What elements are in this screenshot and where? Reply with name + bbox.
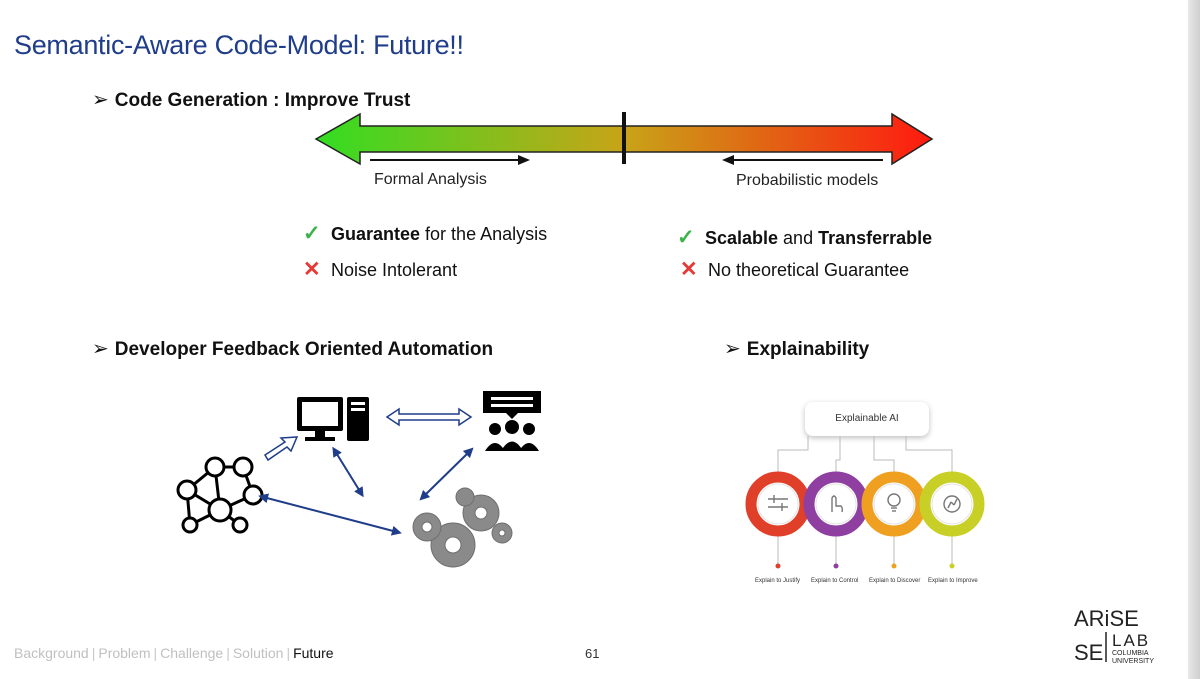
bullet-code-generation: ➢Code Generation : Improve Trust: [92, 87, 410, 112]
probabilistic-direction-arrow: [722, 155, 883, 165]
slide-title: Semantic-Aware Code-Model: Future!!: [14, 30, 464, 60]
svg-text:SE: SE: [1074, 640, 1103, 665]
formal-pro-item: ✓ Guarantee for the Analysis: [303, 221, 547, 246]
bullet-explainability-text: Explainability: [746, 339, 870, 360]
check-icon: ✓: [303, 222, 321, 245]
prob-con-item: ✕ No theoretical Guarantee: [680, 257, 909, 282]
xai-caption-justify: Explain to Justify: [755, 578, 801, 584]
arrow-computer-gears: [332, 446, 364, 498]
explainable-ai-graphic: [745, 436, 985, 569]
formal-pro-rest: for the Analysis: [420, 224, 548, 244]
cross-icon: ✕: [680, 258, 698, 281]
refresh-chart-icon: [943, 495, 961, 513]
people-network-icon: [176, 456, 264, 534]
hand-touch-icon: [831, 495, 844, 513]
xai-caption-discover: Explain to Discover: [869, 578, 921, 584]
hollow-double-arrow-computer-team: [385, 407, 473, 427]
trust-spectrum-arrow: [314, 112, 934, 166]
check-icon: ✓: [677, 226, 695, 249]
logo-org-university: UNIVERSITY: [1112, 658, 1154, 665]
footer-nav-background: Background: [14, 645, 89, 661]
arrow-team-gears: [419, 447, 474, 501]
bullet-explainability: ➢Explainability: [724, 336, 869, 361]
formal-analysis-label: Formal Analysis: [374, 171, 487, 188]
xai-caption-control: Explain to Control: [811, 578, 859, 584]
xai-caption-dot-1: [775, 563, 781, 569]
prob-pro-strong-2: Transferrable: [818, 228, 933, 248]
explainable-ai-card: Explainable AI: [805, 402, 929, 436]
sliders-icon: [768, 495, 788, 511]
xai-caption-dot-4: [949, 563, 955, 569]
formal-con-item: ✕ Noise Intolerant: [303, 257, 457, 282]
lightbulb-icon: [887, 493, 901, 512]
page-number: 61: [585, 646, 600, 661]
bullet-code-generation-text: Code Generation : Improve Trust: [114, 90, 411, 111]
xai-ring-center-3: [873, 483, 915, 525]
xai-ring-center-4: [931, 483, 973, 525]
logo-word-arise: ARiSE: [1074, 606, 1139, 631]
window-edge: [1188, 0, 1200, 679]
hollow-arrow-network-to-computer: [263, 436, 299, 462]
footer-nav-problem: Problem: [98, 645, 151, 661]
arise-lab-logo: ARiSE LAB COLUMBIA UNIVERSITY SE: [1074, 606, 1154, 665]
footer-section-nav: Background|Problem|Challenge|Solution|Fu…: [14, 645, 334, 661]
xai-ring-center-1: [757, 483, 799, 525]
xai-caption-dot-3: [891, 563, 897, 569]
computer-icon: [297, 397, 369, 441]
footer-nav-challenge: Challenge: [160, 645, 224, 661]
xai-rings: [745, 471, 985, 537]
xai-caption-improve: Explain to Improve: [928, 578, 978, 584]
prob-pro-mid: and: [778, 228, 819, 248]
prob-pro-strong-1: Scalable: [705, 228, 779, 248]
xai-caption-dot-2: [833, 563, 839, 569]
formal-pro-strong: Guarantee: [331, 224, 421, 244]
cross-icon: ✕: [303, 258, 321, 281]
xai-caption-dots: [775, 563, 955, 569]
bullet-developer-feedback-text: Developer Feedback Oriented Automation: [114, 339, 494, 360]
prob-con-text: No theoretical Guarantee: [708, 260, 910, 280]
arrowhead-bullet-icon: ➢: [92, 338, 109, 360]
logo-org-columbia: COLUMBIA: [1112, 650, 1149, 657]
arrowhead-bullet-icon: ➢: [724, 338, 741, 360]
xai-ring-4: [919, 471, 985, 537]
arrowhead-bullet-icon: ➢: [92, 89, 109, 111]
prob-pro-item: ✓ Scalable and Transferrable: [677, 225, 932, 250]
xai-ring-icons: [768, 493, 961, 513]
bullet-developer-feedback: ➢Developer Feedback Oriented Automation: [92, 336, 493, 361]
probabilistic-models-label: Probabilistic models: [736, 172, 879, 189]
footer-nav-future: Future: [293, 645, 334, 661]
developer-feedback-diagram: [176, 391, 541, 568]
logo-word-lab: LAB: [1112, 631, 1150, 650]
formal-con-text: Noise Intolerant: [331, 260, 458, 280]
gears-icon: [412, 487, 513, 568]
formal-direction-arrow: [370, 155, 530, 165]
team-meeting-icon: [483, 391, 541, 451]
footer-nav-solution: Solution: [232, 645, 284, 661]
arrow-network-gears: [258, 493, 402, 536]
